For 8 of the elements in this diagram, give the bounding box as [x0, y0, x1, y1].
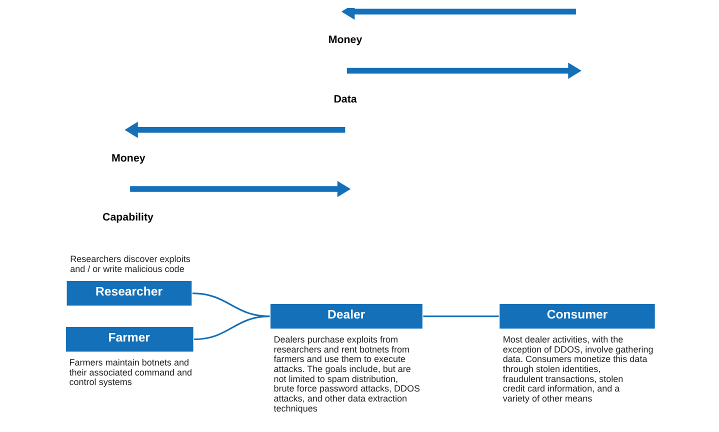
- label: Money: [111, 152, 145, 164]
- label: Money: [328, 34, 362, 46]
- node-label: Dealers purchase exploits from researchers and rent botnets from farmers and use them to execute attacks. The goals include, but are not limited to spam distribution, brute force password attacks, DDOS attacks, and other data extraction techniques: [273, 334, 420, 414]
- node-label: Researchers discover exploits and / or write malicious code: [70, 254, 190, 274]
- label: Capability: [102, 212, 153, 224]
- node-label: Farmers maintain botnets and their associated command and control systems: [68, 357, 192, 388]
- node-label: Most dealer activities, with the exception of DDOS, involve gathering data. Consumers monetize this data through stolen identities, fraudulent transactions, stolen credit card information, and a variety of other means: [502, 334, 653, 404]
- label: Data: [333, 93, 356, 106]
